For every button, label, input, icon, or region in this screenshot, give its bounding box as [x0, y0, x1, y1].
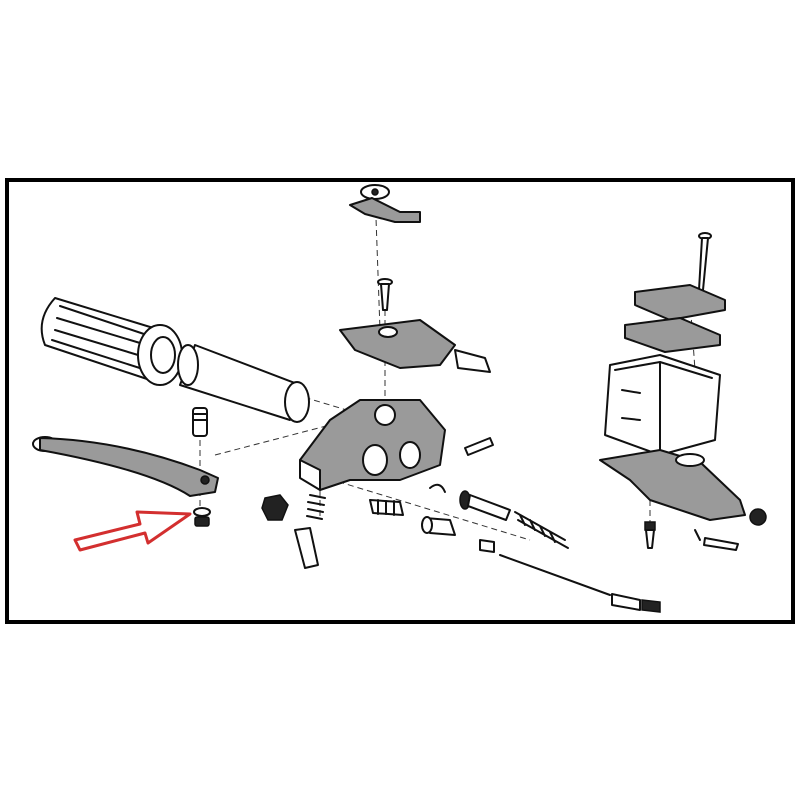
brake-lever	[32, 436, 219, 497]
throttle-tube	[177, 344, 310, 423]
cover-screw	[377, 278, 393, 311]
switch-lever-part	[349, 184, 421, 223]
switch-cover	[339, 319, 491, 373]
pivot-bolt	[192, 407, 208, 437]
handlebar-grip	[40, 297, 183, 386]
hex-nut	[261, 494, 289, 521]
reservoir-screw	[698, 232, 712, 291]
switch-plunger	[369, 499, 404, 516]
highlight-arrow	[73, 510, 192, 552]
brake-cable	[479, 539, 661, 613]
housing-screw	[464, 437, 494, 456]
spring-bolt	[294, 494, 326, 569]
cylinder-bolts	[644, 521, 739, 551]
piston-cup	[421, 516, 456, 536]
reservoir-cap	[634, 284, 726, 321]
reservoir-gasket	[624, 317, 721, 353]
lever-nut-washer	[193, 507, 211, 527]
fluid-reservoir	[604, 354, 721, 456]
lever-housing	[299, 399, 446, 491]
master-cylinder-piston	[429, 483, 569, 549]
master-cylinder-body	[599, 449, 767, 526]
